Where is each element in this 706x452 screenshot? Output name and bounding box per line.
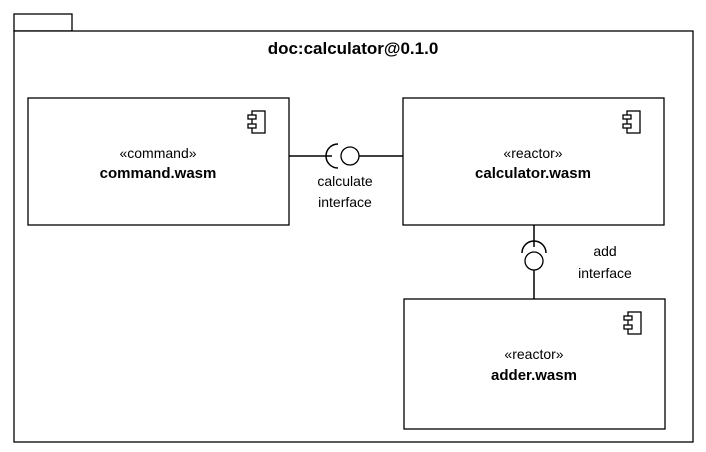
component-icon — [622, 110, 641, 134]
calculate-interface-label-line1: calculate — [317, 173, 372, 189]
add-interface-label-line2: interface — [578, 265, 632, 281]
add-interface-connector: add interface — [521, 225, 632, 299]
component-adder-stereotype: «reactor» — [504, 346, 563, 362]
component-adder: «reactor» adder.wasm — [403, 298, 666, 430]
add-interface-label-line1: add — [593, 243, 616, 259]
package-title: doc:calculator@0.1.0 — [268, 39, 439, 58]
component-adder-name: adder.wasm — [491, 367, 577, 384]
component-command-box — [27, 97, 290, 226]
component-calculator-box — [402, 97, 665, 226]
calculate-interface-connector: calculate interface — [289, 143, 403, 210]
component-command-name: command.wasm — [100, 165, 217, 182]
component-calculator-name: calculator.wasm — [475, 165, 591, 182]
lollipop-icon — [340, 146, 360, 166]
component-command-stereotype: «command» — [119, 145, 196, 161]
calculate-interface-label-line2: interface — [318, 194, 372, 210]
lollipop-icon — [524, 251, 544, 271]
component-adder-box — [403, 298, 666, 430]
socket-icon — [521, 240, 547, 254]
package-tab — [13, 13, 73, 32]
component-icon — [623, 311, 642, 335]
component-calculator-stereotype: «reactor» — [503, 145, 562, 161]
component-command: «command» command.wasm — [27, 97, 290, 226]
component-calculator: «reactor» calculator.wasm — [402, 97, 665, 226]
socket-icon — [325, 143, 339, 169]
component-icon — [247, 110, 266, 134]
